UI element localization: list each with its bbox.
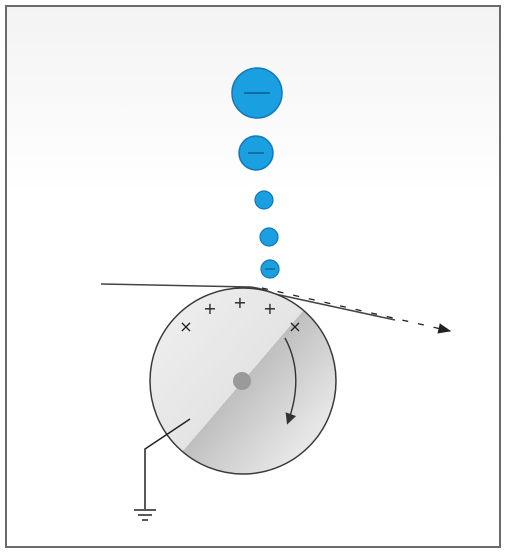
droplet-3 xyxy=(255,191,273,209)
drum-charge-3: + xyxy=(233,293,246,312)
drum-charge-4: + xyxy=(263,299,276,318)
drum-charge-5: × xyxy=(288,317,301,336)
drum-axle xyxy=(233,372,251,390)
droplet-1 xyxy=(232,68,282,118)
droplet-4 xyxy=(260,228,278,246)
drum-charge-2: + xyxy=(203,299,216,318)
drum-charge-1: × xyxy=(179,317,192,336)
droplet-2 xyxy=(239,136,273,170)
drum xyxy=(150,288,336,474)
droplet-5 xyxy=(261,260,279,278)
